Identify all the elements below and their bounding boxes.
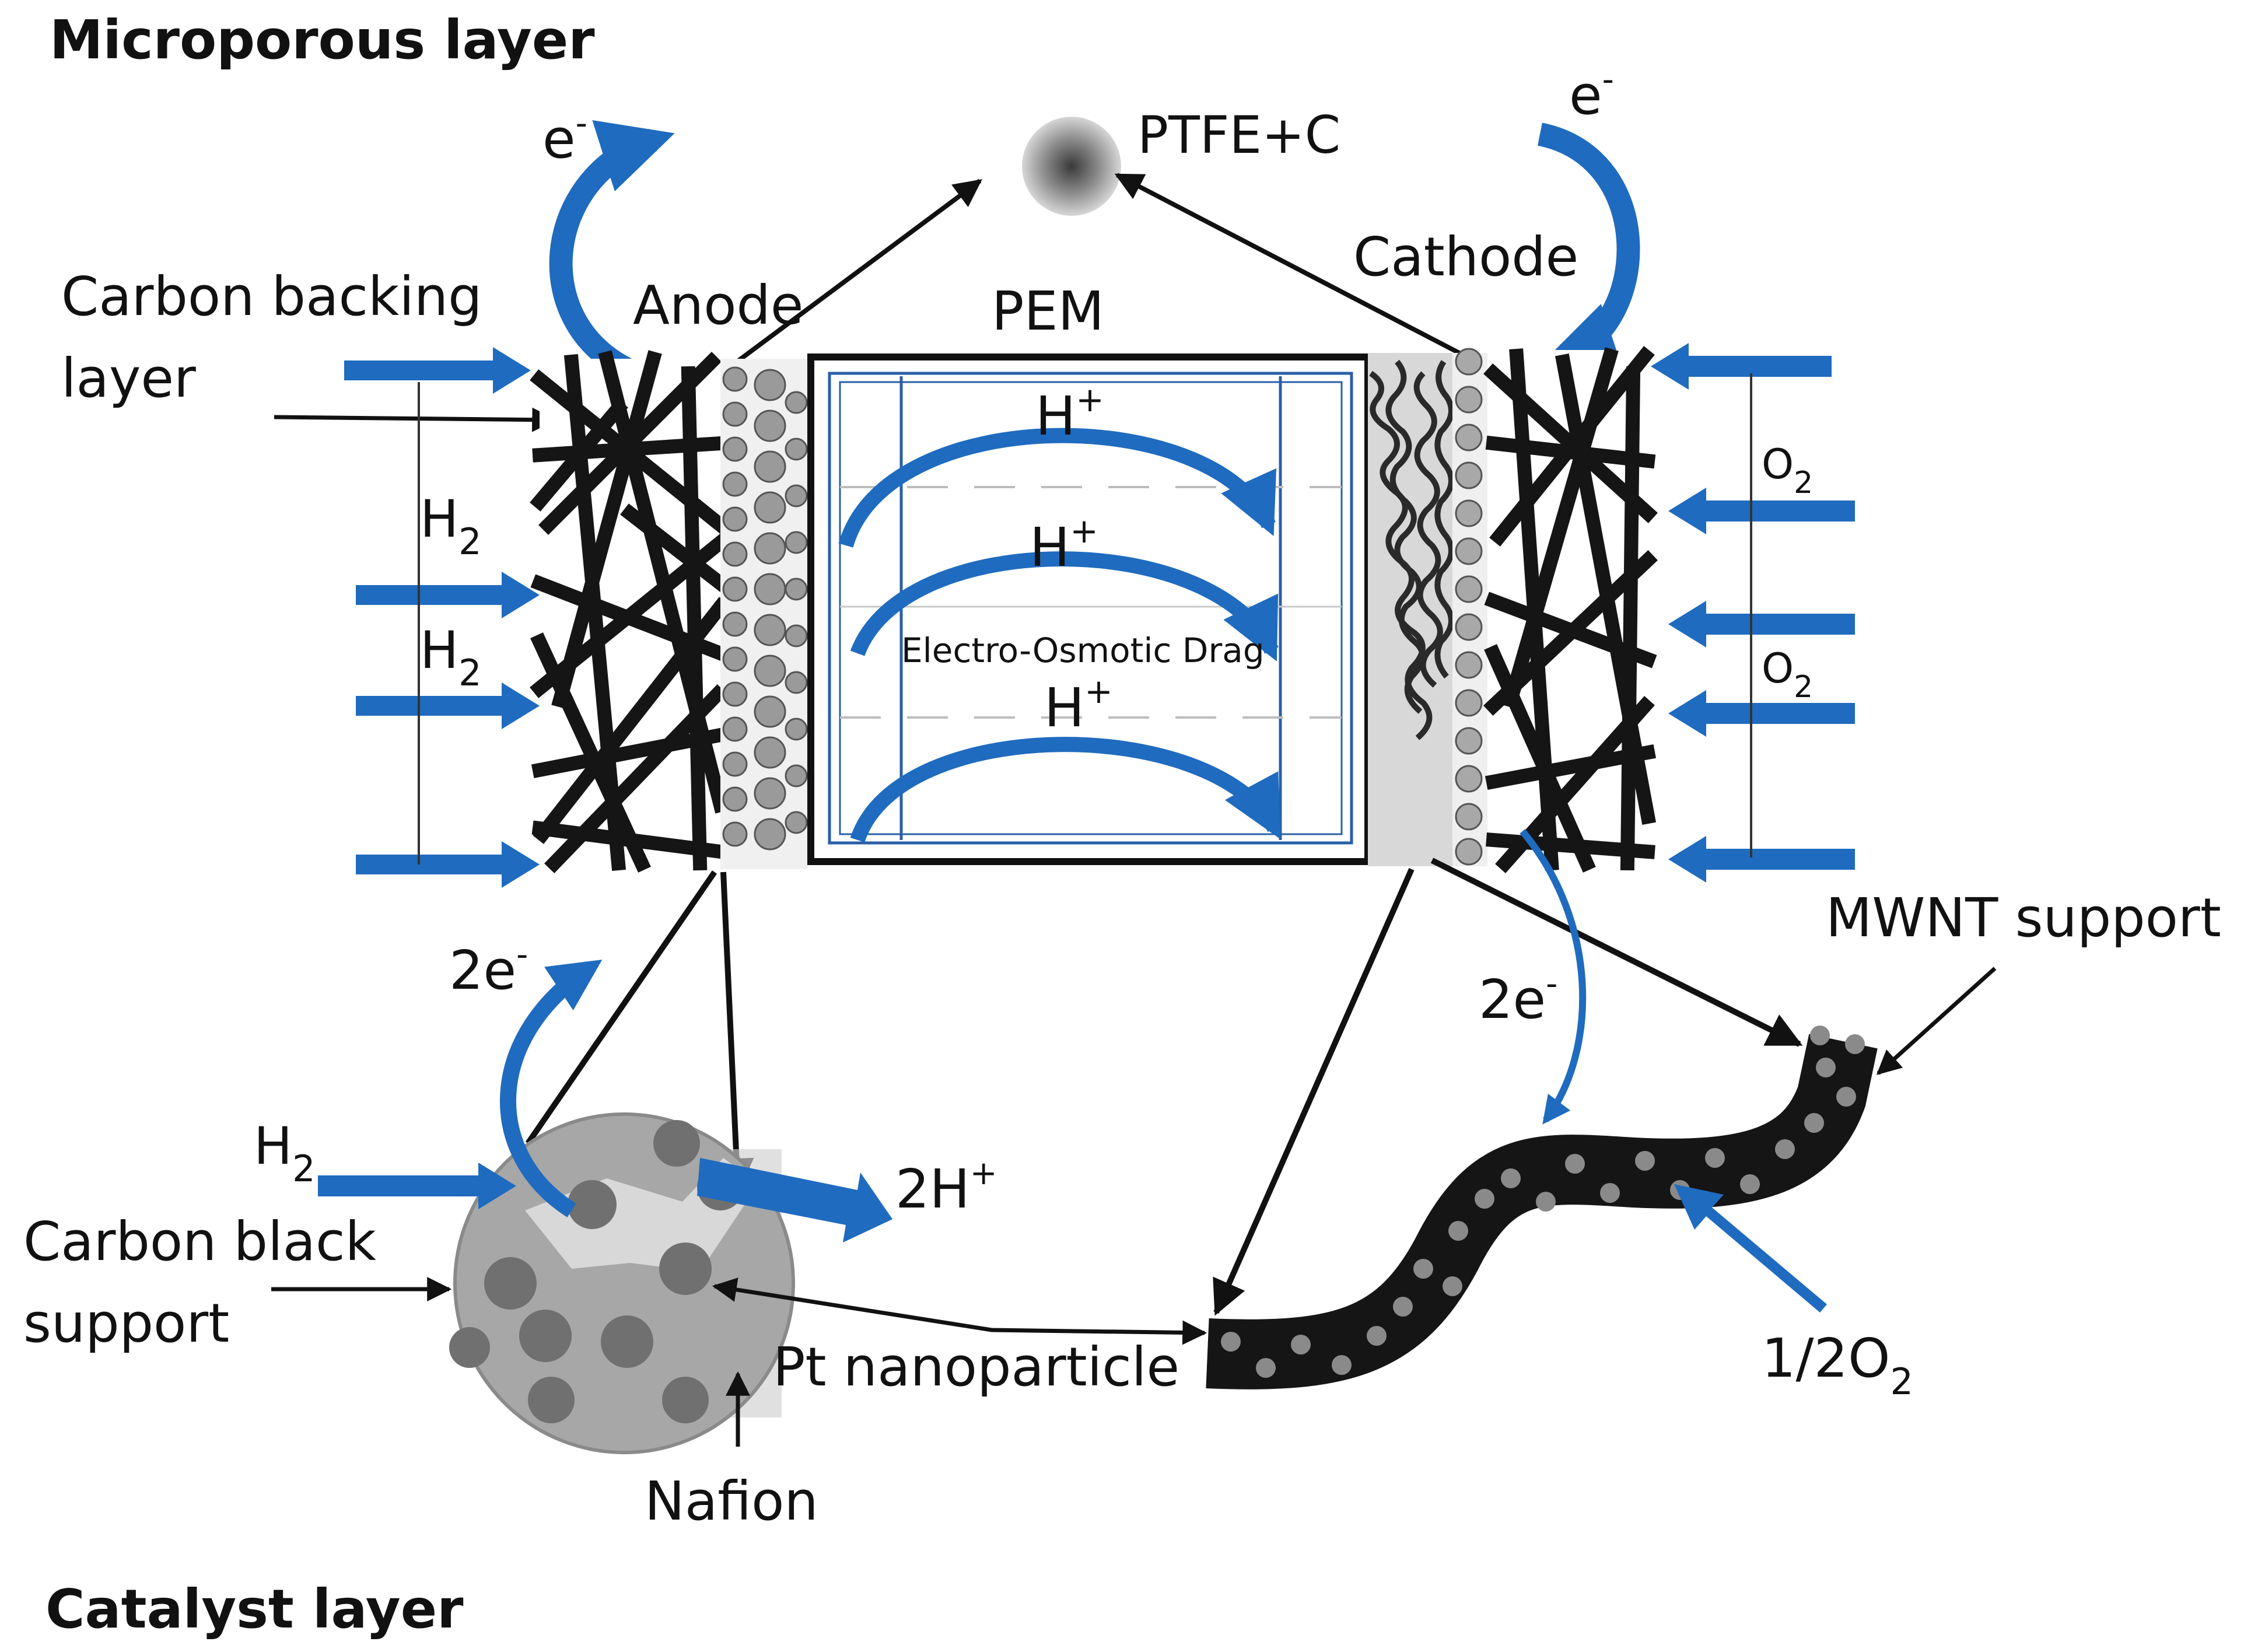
catalyst-h2-arrow — [318, 1163, 516, 1209]
anode-gas-arrow-4 — [356, 841, 540, 888]
proton-arrow-2 — [850, 551, 1279, 662]
anode-electron-arrow — [549, 120, 675, 384]
cathode-2e-label: 2e- — [1479, 965, 1557, 1031]
proton-label-1: H+ — [1035, 380, 1104, 447]
cathode-gas-arrow-2 — [1668, 488, 1855, 534]
cathode-carbon-backing-layer — [1483, 346, 1658, 873]
proton-arrow-1 — [838, 428, 1276, 548]
anode-catalyst-strip — [720, 359, 808, 869]
cathode-gas-arrows — [1651, 343, 1855, 883]
carbon-black-particle — [449, 1112, 795, 1454]
cathode-to-ptfe-line — [1114, 173, 1483, 367]
h2-label-2: H2 — [420, 620, 482, 694]
anode-to-carbon-black-line — [525, 870, 717, 1145]
catalyst-h2-label: H2 — [254, 1116, 316, 1190]
anode-label: Anode — [633, 274, 804, 337]
cathode-gas-arrow-5 — [1668, 836, 1855, 883]
anode-to-proton-line — [719, 872, 754, 1194]
electro-osmotic-drag-label: Electro-Osmotic Drag — [901, 631, 1265, 670]
carbon-backing-label-line1: Carbon backing — [61, 265, 482, 328]
cathode-to-mwnt-line — [1430, 858, 1803, 1047]
microporous-layer-title: Microporous layer — [50, 9, 595, 71]
catalyst-layer-title: Catalyst layer — [45, 1578, 464, 1640]
pt-nanoparticle-label: Pt nanoparticle — [773, 1336, 1179, 1398]
proton-arrow-3 — [850, 737, 1282, 843]
cathode-microporous-strip — [1368, 348, 1487, 866]
anode-gas-arrow-1 — [344, 347, 531, 394]
anode-2e-label: 2e- — [449, 936, 528, 1002]
carbon-black-label-line2: support — [23, 1292, 229, 1354]
o2-label-2: O2 — [1762, 645, 1813, 705]
half-o2-arrow — [1674, 1184, 1827, 1312]
anode-to-ptfe-line — [727, 178, 982, 370]
cathode-gas-arrow-3 — [1668, 601, 1855, 648]
pt-nanoparticle-pointer — [712, 1278, 1207, 1345]
proton-label-2: H+ — [1030, 511, 1098, 579]
o2-label-1: O2 — [1762, 440, 1813, 501]
half-o2-label: 1/2O2 — [1762, 1327, 1913, 1403]
cathode-electron-label: e- — [1569, 61, 1614, 127]
proton-label-3: H+ — [1044, 671, 1113, 739]
ptfe-label: PTFE+C — [1137, 105, 1340, 165]
cathode-label: Cathode — [1353, 226, 1578, 288]
cathode-gas-arrow-4 — [1668, 690, 1855, 737]
mwnt-label: MWNT support — [1826, 887, 2221, 949]
pem-label: PEM — [992, 280, 1104, 342]
anode-gas-arrow-3 — [356, 682, 540, 729]
ptfe-carbon-particle — [1022, 117, 1121, 216]
mwnt-support — [1206, 1026, 1878, 1390]
cathode-gas-arrow-1 — [1651, 343, 1832, 390]
anode-gas-arrows — [344, 347, 540, 888]
anode-carbon-backing-layer — [530, 350, 730, 873]
h2-label-1: H2 — [420, 489, 482, 563]
two-proton-arrow — [697, 1158, 892, 1242]
anode-gas-arrow-2 — [356, 572, 540, 618]
catalyst-2e-arrow-cathode — [1520, 829, 1587, 1125]
cathode-electron-arrow — [1537, 123, 1640, 375]
catalyst-2e-arrow-anode — [500, 960, 603, 1217]
nafion-label: Nafion — [645, 1470, 818, 1532]
anode-electron-label: e- — [542, 104, 587, 170]
carbon-black-label-line1: Carbon black — [23, 1210, 377, 1273]
two-proton-label: 2H+ — [895, 1154, 997, 1220]
carbon-backing-pointer — [274, 407, 557, 432]
carbon-backing-label-line2: layer — [61, 347, 196, 410]
mwnt-pointer — [1876, 967, 1997, 1075]
cathode-to-pt-line — [1213, 867, 1415, 1316]
